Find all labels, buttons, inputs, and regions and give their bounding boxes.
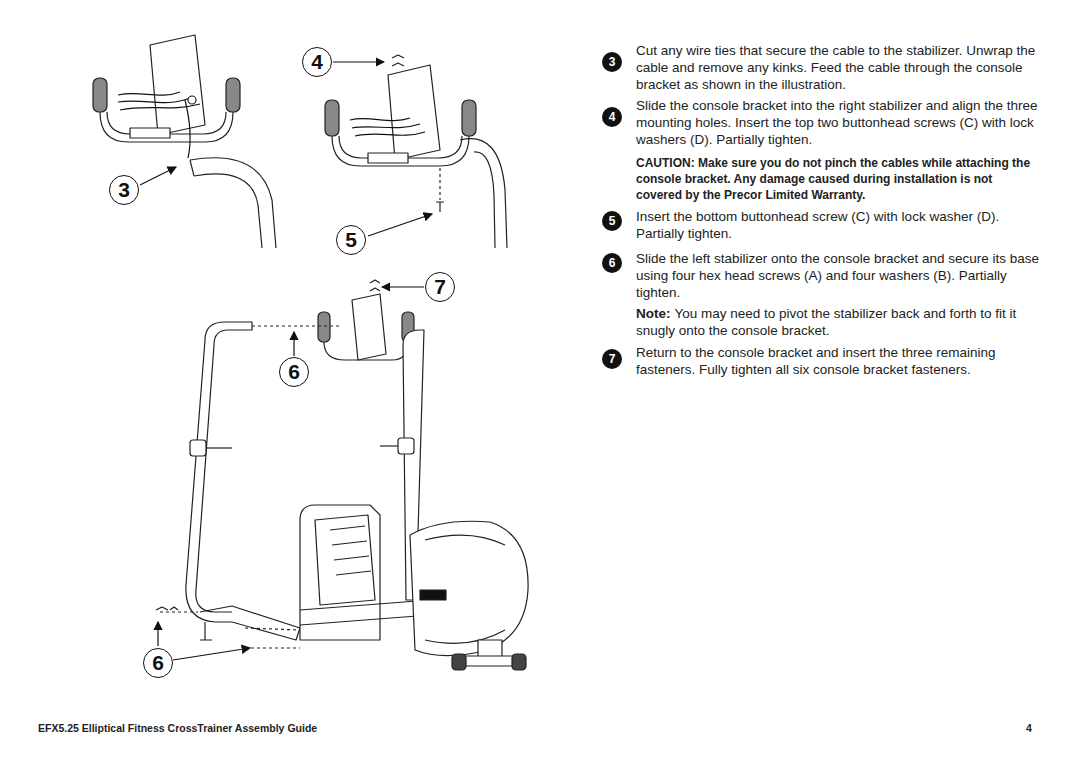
step-instruction: Slide the left stabilizer onto the conso…: [636, 250, 1041, 301]
callout-text: 3: [118, 178, 130, 202]
callout-text: 5: [345, 228, 357, 252]
callout-number: 6: [279, 357, 309, 387]
callout-number: 4: [302, 47, 332, 77]
callout-text: 6: [288, 360, 300, 384]
step-number-circle: 3: [602, 52, 622, 72]
callout-text: 5: [609, 214, 616, 228]
callout-number: 6: [143, 648, 173, 678]
note-paragraph: Note:You may need to pivot the stabilize…: [636, 305, 1041, 339]
callout-number: 7: [425, 272, 455, 302]
footer-title: EFX5.25 Elliptical Fitness CrossTrainer …: [38, 722, 538, 734]
step-instruction: Return to the console bracket and insert…: [636, 344, 1041, 378]
callout-text: 7: [434, 275, 446, 299]
step-number-circle: 4: [602, 107, 622, 127]
step-number-circle: 5: [602, 211, 622, 231]
step-instruction: Insert the bottom buttonhead screw (C) w…: [636, 208, 1041, 242]
callout-text: 3: [609, 55, 616, 69]
page-number: 4: [1026, 722, 1046, 734]
callout-number: 3: [109, 175, 139, 205]
callout-text: 4: [609, 110, 616, 124]
step-number-circle: 6: [602, 253, 622, 273]
callout-number: 5: [336, 225, 366, 255]
callout-text: 7: [609, 352, 616, 366]
note-heading: Note:: [636, 306, 671, 321]
callout-text: 4: [311, 50, 323, 74]
callout-text: 6: [152, 651, 164, 675]
note-text: You may need to pivot the stabilizer bac…: [636, 306, 1016, 338]
callout-text: 6: [609, 256, 616, 270]
step-instruction: Cut any wire ties that secure the cable …: [636, 42, 1041, 93]
step-number-circle: 7: [602, 349, 622, 369]
step-instruction: Slide the console bracket into the right…: [636, 97, 1041, 148]
caution-note: CAUTION: Make sure you do not pinch the …: [636, 155, 1041, 203]
